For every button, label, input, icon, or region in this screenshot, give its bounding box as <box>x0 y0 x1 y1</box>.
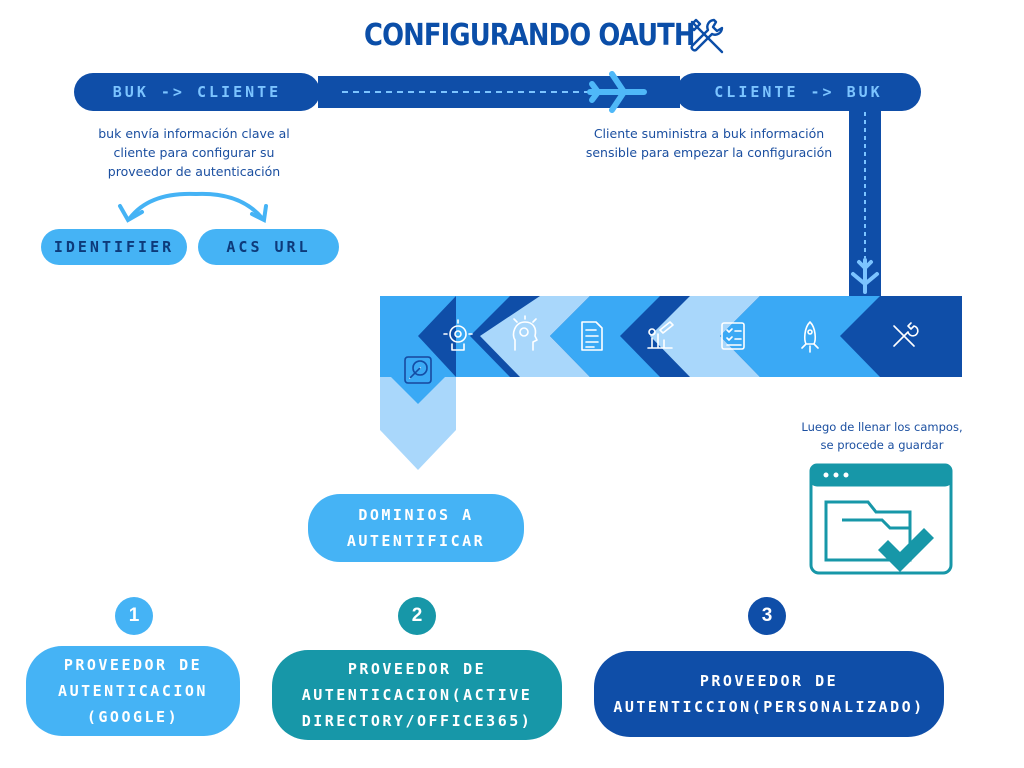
checklist-icon <box>721 322 745 350</box>
save-folder-icon <box>809 463 953 575</box>
flow-client-to-buk: CLIENTE -> BUK <box>676 73 921 111</box>
flow-left-note: buk envía información clave al cliente p… <box>98 126 290 179</box>
gear-head-icon <box>443 319 473 351</box>
rocket-icon <box>801 321 819 353</box>
provider-active-directory: PROVEEDOR DE AUTENTICACION(ACTIVE DIRECT… <box>272 650 562 740</box>
airplane-down-icon <box>851 258 879 294</box>
flow-right-note: Cliente suministra a buk información sen… <box>585 126 833 160</box>
tools-icon <box>893 322 919 347</box>
curved-arrows <box>118 191 268 224</box>
pencil-chart-icon <box>647 321 674 349</box>
provider-1-number: 1 <box>115 597 153 635</box>
domains-box: DOMINIOS A AUTENTIFICAR <box>308 494 524 562</box>
identifier-pill: IDENTIFIER <box>41 229 187 265</box>
page-title: CONFIGURANDO OAUTH <box>364 18 696 53</box>
save-note: Luego de llenar los campos, se procede a… <box>801 420 963 452</box>
airplane-icon <box>587 71 647 113</box>
document-icon <box>581 321 603 351</box>
flow-buk-to-client: BUK -> CLIENTE <box>74 73 320 111</box>
provider-2-number: 2 <box>398 597 436 635</box>
provider-custom: PROVEEDOR DE AUTENTICCION(PERSONALIZADO) <box>594 651 944 737</box>
brain-idea-icon <box>512 315 538 351</box>
provider-google: PROVEEDOR DE AUTENTICACION (GOOGLE) <box>26 646 240 736</box>
acs-url-pill: ACS URL <box>198 229 339 265</box>
tools-icon <box>688 18 724 54</box>
provider-3-number: 3 <box>748 597 786 635</box>
